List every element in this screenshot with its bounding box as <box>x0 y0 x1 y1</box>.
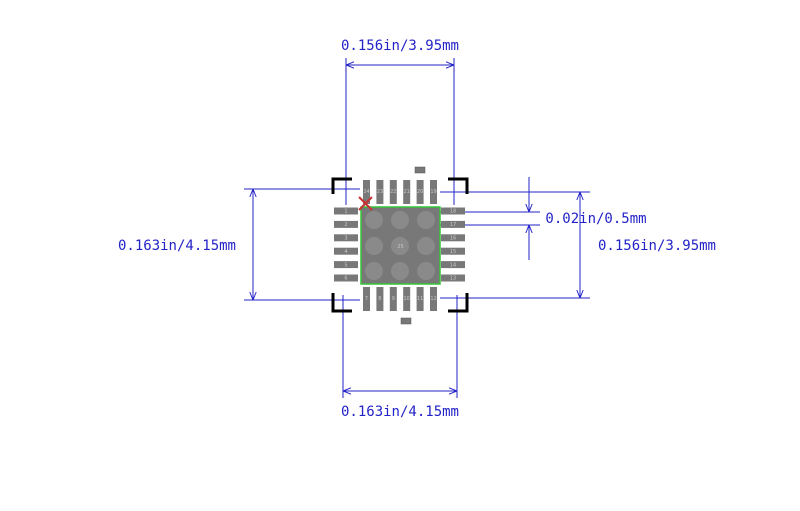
pad <box>334 234 358 242</box>
thermal-via <box>365 262 383 280</box>
outline-corner-bottom-right <box>448 293 469 313</box>
pad-number-label: 6 <box>344 276 347 282</box>
dimension-pitch <box>440 177 540 260</box>
thermal-pad: 25 <box>360 206 441 285</box>
courtyard-outline <box>360 206 441 285</box>
pad <box>363 180 370 204</box>
pad <box>334 261 358 269</box>
pad-number-label: 14 <box>450 262 456 268</box>
thermal-via <box>391 237 409 255</box>
dimension-label-bottom-width: 0.163in/4.15mm <box>341 404 459 420</box>
outline-corner-top-right <box>448 177 469 194</box>
pad-number-label: 21 <box>404 189 410 195</box>
pad-number-label: 7 <box>365 296 368 302</box>
thermal-via <box>417 211 435 229</box>
pad <box>430 180 437 204</box>
pad <box>416 180 424 204</box>
pads-left: 1 2 3 4 5 6 <box>334 207 358 282</box>
dimension-bottom-width <box>342 295 458 398</box>
outline-corner-top-left <box>331 177 352 194</box>
pads-bottom: 7 8 9 10 11 12 <box>363 287 437 311</box>
pad-number-label: 5 <box>344 262 347 268</box>
package-outline <box>331 177 469 313</box>
pad <box>334 207 358 215</box>
orientation-marker-bottom <box>400 317 412 325</box>
dimension-label-pitch: 0.02in/0.5mm <box>545 211 646 227</box>
pad <box>403 180 411 204</box>
pad <box>430 287 437 311</box>
thermal-via <box>365 211 383 229</box>
pad-number-label: 18 <box>450 209 456 215</box>
pad-number-label: 13 <box>450 276 456 282</box>
pad-number-label: 22 <box>390 189 396 195</box>
pad-number-label: 2 <box>344 222 347 228</box>
pad <box>389 180 397 204</box>
thermal-via <box>391 211 409 229</box>
thermal-via <box>417 237 435 255</box>
pad <box>334 220 358 228</box>
pad <box>441 247 465 255</box>
pad <box>334 274 358 282</box>
pads-top: 19 20 21 22 23 24 <box>363 180 437 204</box>
pin1-marker-icon <box>358 196 373 211</box>
orientation-marker-top <box>414 166 426 174</box>
pad <box>441 274 465 282</box>
pad-number-label: 23 <box>377 189 383 195</box>
pad <box>441 261 465 269</box>
pad <box>376 180 384 204</box>
dimension-right-height <box>440 191 590 299</box>
dimension-label-right-height: 0.156in/3.95mm <box>598 238 716 254</box>
pad-number-label: 11 <box>417 296 423 302</box>
dimension-left-height <box>244 188 360 301</box>
pad-number-label: 4 <box>344 249 347 255</box>
pad <box>389 287 397 311</box>
pads-right: 13 14 15 16 17 18 <box>441 207 465 282</box>
pad-number-label: 1 <box>344 209 347 215</box>
thermal-via <box>417 262 435 280</box>
pad-number-label: 12 <box>430 296 436 302</box>
pad <box>441 234 465 242</box>
pad <box>441 220 465 228</box>
dimension-label-top-width: 0.156in/3.95mm <box>341 38 459 54</box>
pad-number-label: 24 <box>363 189 369 195</box>
pad <box>403 287 411 311</box>
thermal-vias <box>365 211 435 280</box>
center-pad-label: 25 <box>397 244 403 250</box>
outline-corner-bottom-left <box>331 293 352 313</box>
pad-number-label: 15 <box>450 249 456 255</box>
pad-number-label: 19 <box>430 189 436 195</box>
pad-number-label: 20 <box>417 189 423 195</box>
thermal-via <box>365 237 383 255</box>
pad-number-label: 3 <box>344 236 347 242</box>
pad <box>441 207 465 215</box>
pad <box>334 247 358 255</box>
dimension-label-left-height: 0.163in/4.15mm <box>118 238 236 254</box>
dimension-top-width <box>345 58 455 205</box>
pad-number-label: 10 <box>404 296 410 302</box>
pad <box>416 287 424 311</box>
pad <box>376 287 384 311</box>
pad-number-label: 17 <box>450 222 456 228</box>
pad-number-label: 16 <box>450 236 456 242</box>
pad-number-label: 8 <box>378 296 381 302</box>
thermal-via <box>391 262 409 280</box>
pad <box>363 287 370 311</box>
pad-number-label: 9 <box>392 296 395 302</box>
